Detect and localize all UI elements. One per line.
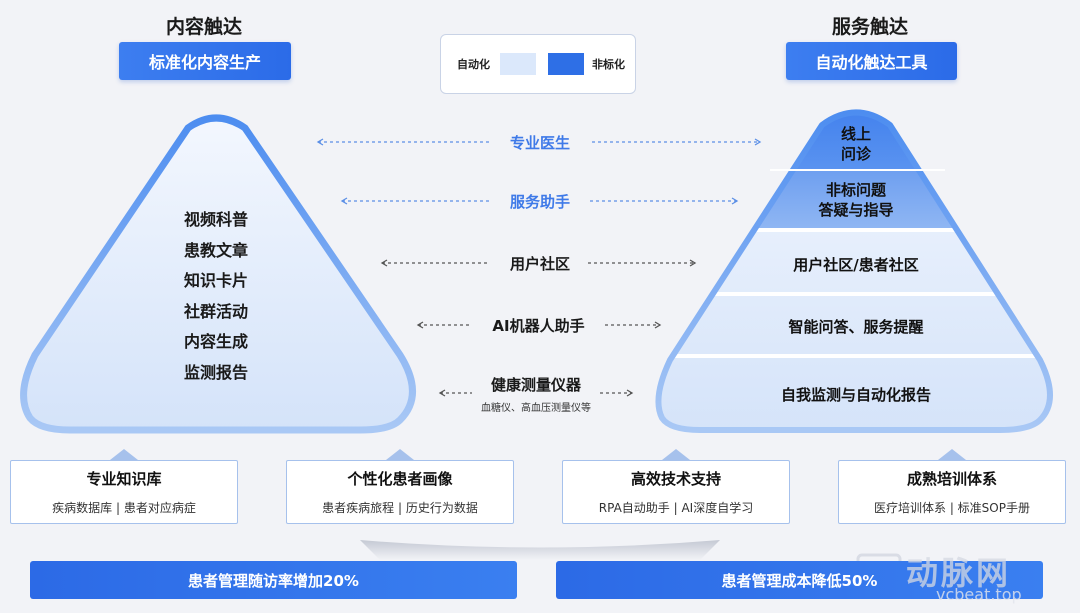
list-item: 监测报告 bbox=[183, 362, 248, 382]
watermark-en: vcbeat.top bbox=[936, 585, 1022, 604]
standard-content-button[interactable]: 标准化内容生产 bbox=[119, 42, 291, 80]
card-patient-profile: 个性化患者画像 患者疾病旅程 | 历史行为数据 bbox=[286, 460, 514, 524]
watermark-cn: 动脉网 bbox=[906, 554, 1012, 592]
legend-non-swatch bbox=[548, 53, 584, 75]
pyramid-layer-monitoring: 自我监测与自动化报告 bbox=[780, 386, 931, 404]
card-tech-support: 高效技术支持 RPA自动助手 | AI深度自学习 bbox=[562, 460, 790, 524]
card-training-system: 成熟培训体系 医疗培训体系 | 标准SOP手册 bbox=[838, 460, 1066, 524]
list-item: 知识卡片 bbox=[183, 271, 248, 290]
card-subtitle: 疾病数据库 | 患者对应病症 bbox=[52, 501, 196, 515]
content-reach-heading: 内容触达 bbox=[165, 16, 242, 38]
pyramid-layer-guidance: 非标问题 答疑与指导 bbox=[776, 180, 936, 220]
card-subtitle: RPA自动助手 | AI深度自学习 bbox=[598, 501, 754, 515]
list-item: 社群活动 bbox=[183, 301, 248, 321]
card-subtitle: 医疗培训体系 | 标准SOP手册 bbox=[874, 501, 1030, 515]
content-triangle bbox=[20, 114, 416, 434]
pyramid-layer-consult-line1: 线上 bbox=[840, 125, 871, 143]
device-sublabel: 血糖仪、高血压测量仪等 bbox=[481, 403, 591, 414]
pyramid-layer-community: 用户社区/患者社区 bbox=[793, 256, 919, 274]
pyramid-layer-consult: 线上 问诊 bbox=[806, 124, 906, 164]
card-title: 个性化患者画像 bbox=[347, 470, 453, 488]
cost-reduction-bar: 患者管理成本降低50% bbox=[556, 561, 1043, 599]
legend-auto-label: 自动化 bbox=[457, 58, 490, 71]
assistant-label: 服务助手 bbox=[509, 193, 570, 211]
followup-rate-bar: 患者管理随访率增加20% bbox=[30, 561, 517, 599]
card-title: 成熟培训体系 bbox=[906, 470, 997, 488]
service-reach-heading: 服务触达 bbox=[831, 16, 908, 38]
list-item: 患教文章 bbox=[183, 240, 248, 260]
pyramid-layer-guidance-line2: 答疑与指导 bbox=[818, 201, 894, 219]
auto-tools-button[interactable]: 自动化触达工具 bbox=[786, 42, 957, 80]
ai-robot-label: AI机器人助手 bbox=[492, 317, 585, 335]
list-item: 视频科普 bbox=[183, 210, 248, 229]
pyramid-layer-guidance-line1: 非标问题 bbox=[825, 181, 886, 199]
device-label: 健康测量仪器 bbox=[490, 376, 581, 394]
legend: 自动化 非标化 bbox=[440, 34, 636, 94]
pyramid-layer-consult-line2: 问诊 bbox=[840, 145, 871, 163]
legend-non-label: 非标化 bbox=[592, 58, 625, 71]
card-title: 高效技术支持 bbox=[630, 470, 721, 488]
card-title: 专业知识库 bbox=[86, 470, 162, 488]
content-list: 视频科普 患教文章 知识卡片 社群活动 内容生成 监测报告 bbox=[146, 205, 286, 388]
doctor-label: 专业医生 bbox=[509, 134, 570, 152]
card-subtitle: 患者疾病旅程 | 历史行为数据 bbox=[322, 501, 478, 515]
community-label: 用户社区 bbox=[509, 255, 570, 273]
card-knowledge-base: 专业知识库 疾病数据库 | 患者对应病症 bbox=[10, 460, 238, 524]
pyramid-layer-qa: 智能问答、服务提醒 bbox=[788, 318, 924, 336]
list-item: 内容生成 bbox=[183, 332, 248, 351]
legend-auto-swatch bbox=[500, 53, 536, 75]
